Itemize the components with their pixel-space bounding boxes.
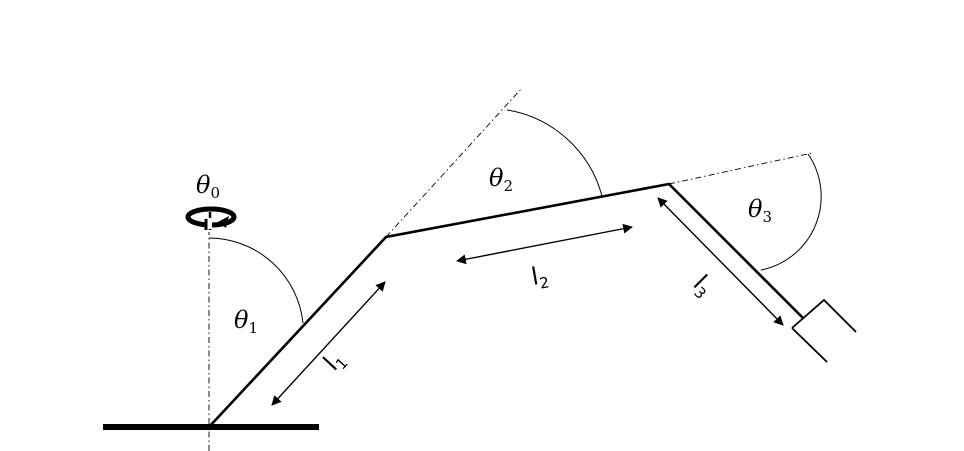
l3-label: l3	[686, 269, 719, 302]
theta0-rotation-icon	[185, 206, 237, 230]
theta1-label: θ1	[234, 306, 258, 337]
theta3-label: θ3	[748, 195, 772, 226]
l2-dimension-arrow	[456, 223, 633, 265]
l1-dimension-arrow	[271, 281, 386, 406]
l3-dimension-arrow	[657, 197, 784, 326]
theta1-arc	[208, 237, 304, 324]
end-effector-gripper	[791, 298, 857, 363]
l2-label: l2	[529, 261, 550, 294]
theta0-label: θ0	[196, 171, 220, 202]
theta2-arc	[506, 109, 603, 197]
theta2-label: θ2	[489, 164, 513, 195]
link2-extension-line	[668, 152, 813, 185]
robot-arm-links	[207, 182, 805, 429]
